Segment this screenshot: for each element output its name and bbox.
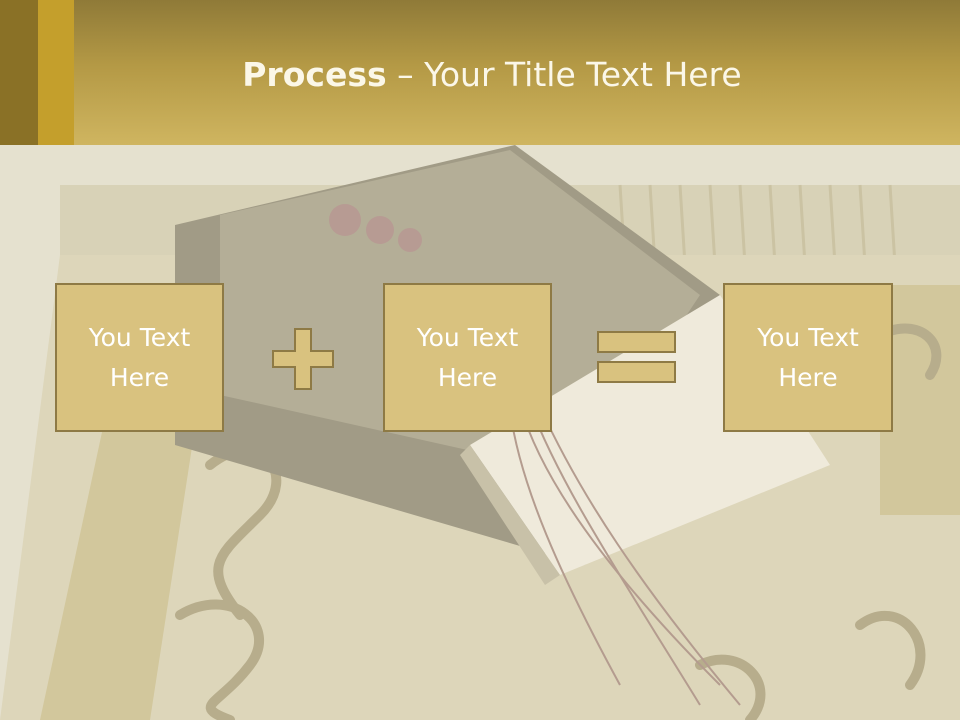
header-accent-dark	[0, 0, 38, 145]
process-step-label: You Text Here	[88, 322, 191, 392]
background-photo	[0, 145, 960, 720]
slide-title[interactable]: Process – Your Title Text Here	[0, 52, 960, 98]
process-step-box-1[interactable]: You Text Here	[55, 283, 224, 432]
process-step-label: You Text Here	[757, 322, 859, 392]
header-band: Process – Your Title Text Here	[0, 0, 960, 145]
header-accent-gold	[38, 0, 74, 145]
equals-icon	[597, 331, 676, 383]
plus-icon	[272, 328, 334, 390]
process-step-box-3[interactable]: You Text Here	[723, 283, 893, 432]
process-step-label: You Text Here	[416, 322, 519, 392]
title-rest: – Your Title Text Here	[386, 55, 742, 94]
title-bold: Process	[242, 55, 387, 94]
process-step-box-2[interactable]: You Text Here	[383, 283, 552, 432]
